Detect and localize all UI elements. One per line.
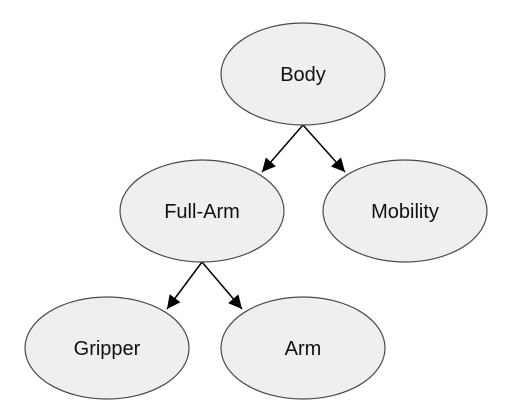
edge-full-arm-to-arm xyxy=(201,261,243,310)
node-body: Body xyxy=(220,22,386,126)
node-mobility: Mobility xyxy=(322,159,488,263)
node-gripper: Gripper xyxy=(24,296,190,400)
node-arm: Arm xyxy=(220,296,386,400)
edge-body-to-full-arm xyxy=(261,124,304,173)
node-arm-shape xyxy=(220,296,386,400)
node-mobility-shape xyxy=(322,159,488,263)
node-arm-label: Arm xyxy=(285,338,322,360)
node-gripper-label: Gripper xyxy=(74,338,141,360)
node-body-label: Body xyxy=(280,64,326,86)
node-full-arm-shape xyxy=(119,159,285,263)
node-full-arm-label: Full-Arm xyxy=(164,201,240,223)
edge-body-to-mobility xyxy=(302,124,346,173)
node-full-arm: Full-Arm xyxy=(119,159,285,263)
node-body-shape xyxy=(220,22,386,126)
edge-full-arm-to-gripper xyxy=(166,261,203,310)
node-gripper-shape xyxy=(24,296,190,400)
node-mobility-label: Mobility xyxy=(371,201,439,223)
edges xyxy=(166,124,346,310)
